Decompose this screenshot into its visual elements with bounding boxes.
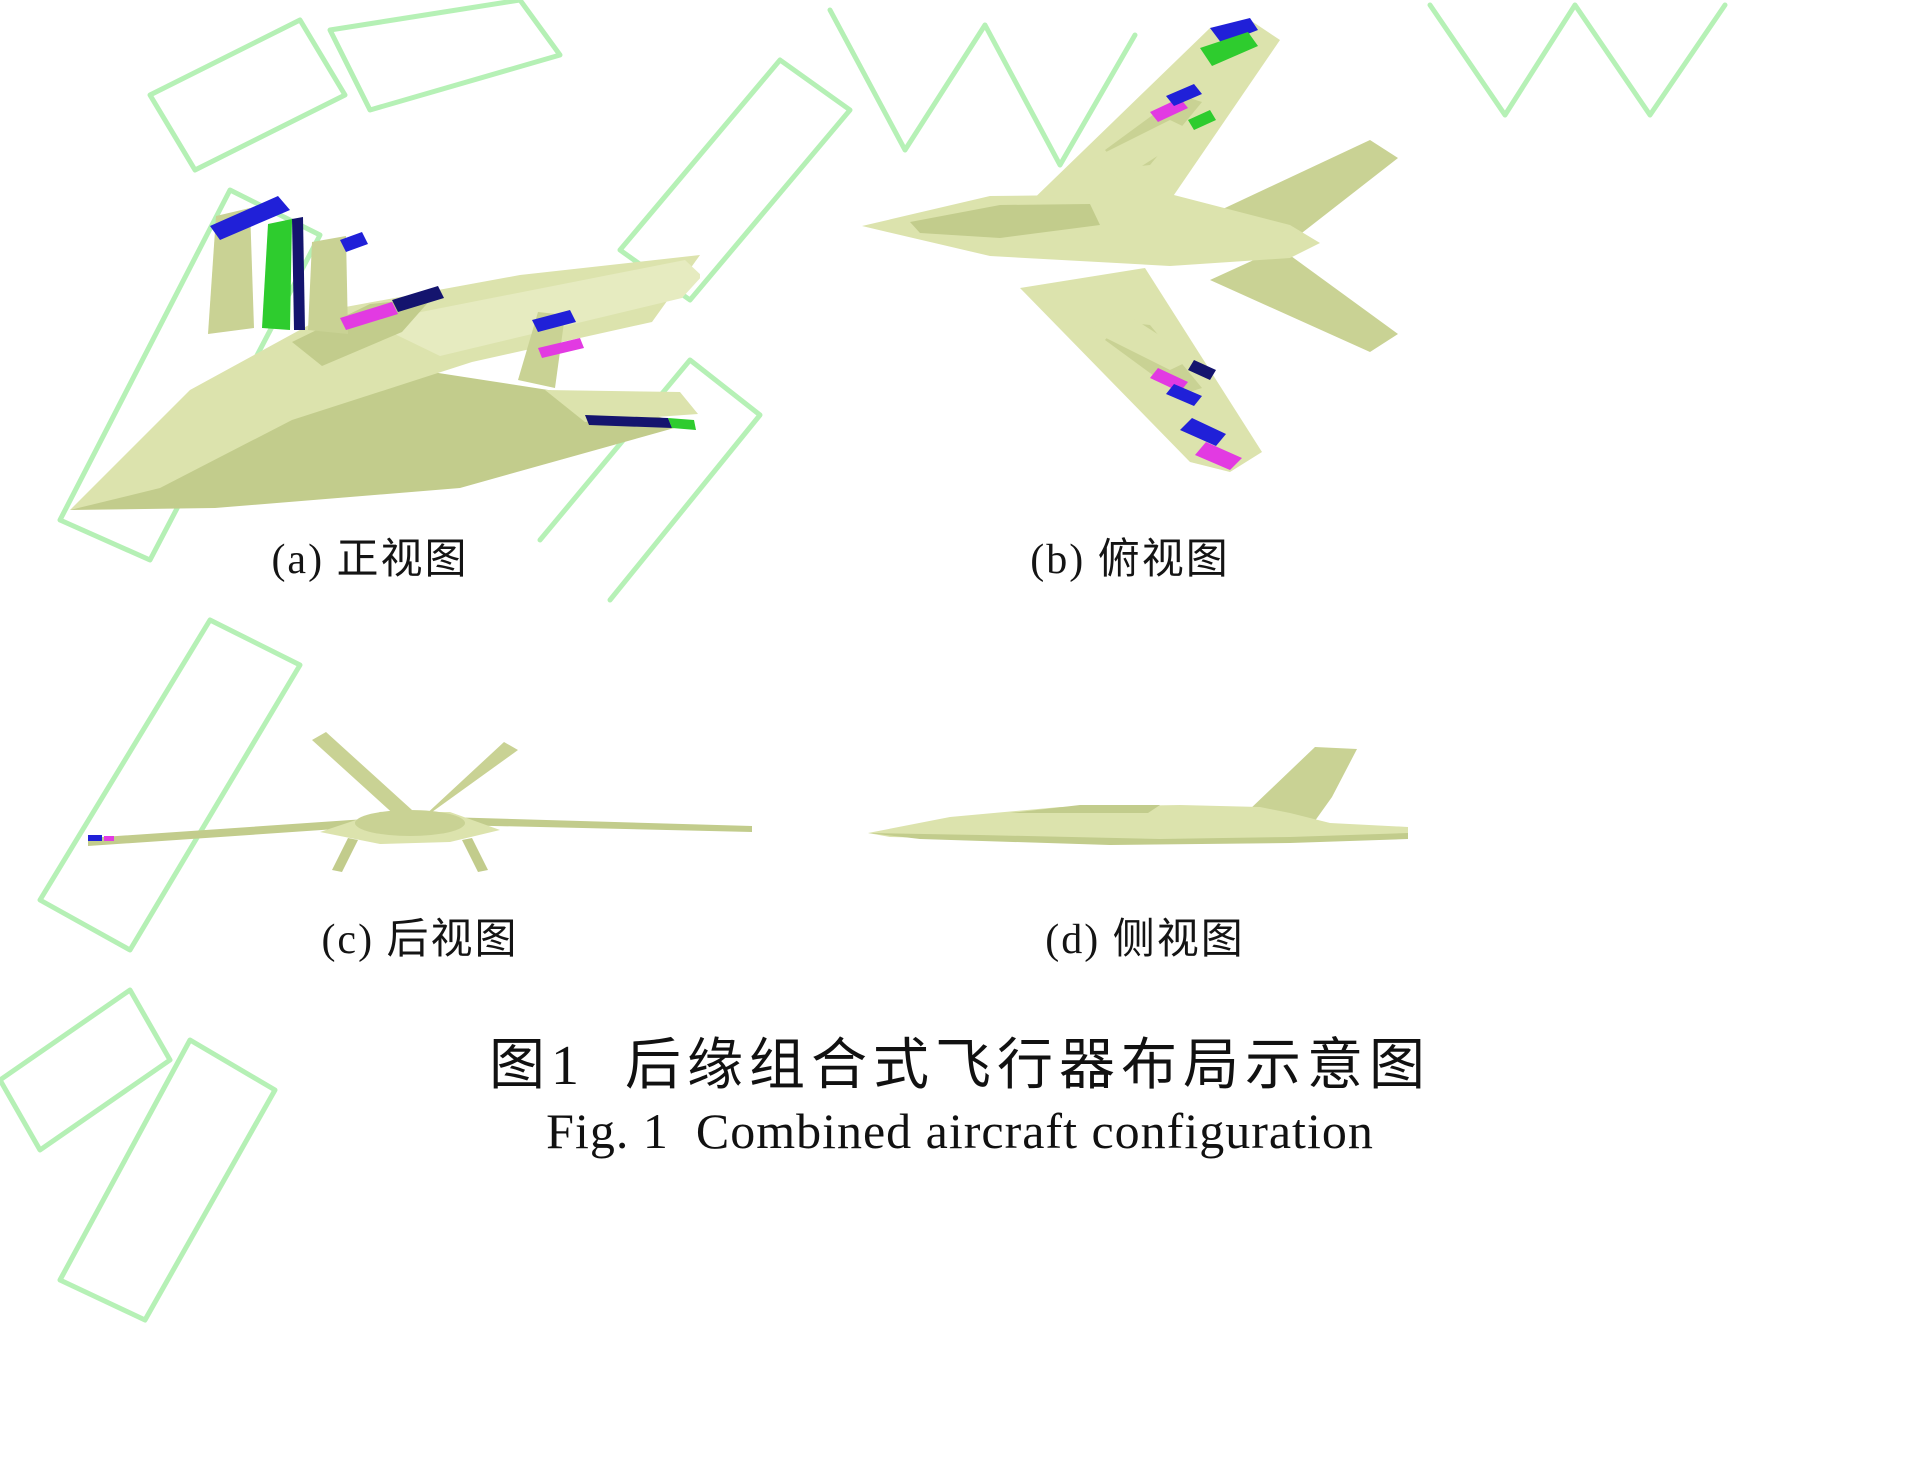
left-fin bbox=[208, 208, 254, 334]
side-view-rendering bbox=[868, 747, 1408, 845]
fuselage-profile bbox=[868, 805, 1408, 841]
panel-b-label: (b) 俯视图 bbox=[1030, 537, 1230, 583]
aircraft-rear-view bbox=[88, 732, 752, 872]
panel-d bbox=[860, 735, 1430, 890]
top-view-rendering bbox=[862, 18, 1398, 472]
flap-strip-navy bbox=[1188, 360, 1216, 380]
aircraft-front-view bbox=[70, 196, 702, 510]
front-view-rendering bbox=[70, 196, 702, 510]
flap-strip-green bbox=[262, 219, 292, 330]
fuselage-shading bbox=[910, 204, 1100, 238]
flap-strip-magenta bbox=[340, 302, 398, 330]
flap-strip-navy bbox=[392, 286, 444, 312]
vtail-left bbox=[312, 732, 412, 818]
figure-caption-english: Fig. 1 Combined aircraft configuration bbox=[546, 1103, 1374, 1159]
watermark-shape bbox=[1427, 2, 1728, 118]
flap-strip-blue bbox=[1180, 418, 1226, 446]
flap-strip-green bbox=[1200, 32, 1258, 66]
panel-b bbox=[850, 0, 1410, 495]
flap-strip-blue bbox=[210, 196, 290, 240]
canopy bbox=[292, 298, 432, 366]
watermark-shape bbox=[57, 187, 323, 563]
figure-caption-chinese: 图1 后缘组合式飞行器布局示意图 bbox=[489, 1035, 1431, 1097]
flap-strip-green bbox=[668, 418, 696, 430]
panel-c-label: (c) 后视图 bbox=[321, 917, 519, 963]
center-fin bbox=[308, 236, 348, 334]
attached-craft-wing bbox=[545, 390, 698, 422]
flap-strip-green bbox=[1188, 110, 1216, 130]
flap-strip-blue bbox=[1210, 18, 1258, 44]
wing-span bbox=[88, 816, 752, 846]
flap-strip-blue bbox=[532, 310, 576, 332]
attached-craft-top-wing bbox=[1090, 120, 1195, 180]
watermark-shape bbox=[537, 357, 763, 603]
flap-strip-magenta bbox=[1195, 442, 1242, 470]
watermark-shape bbox=[327, 0, 563, 113]
watermark-shape bbox=[827, 7, 1138, 168]
wingtip-strip-magenta bbox=[104, 836, 114, 841]
right-wing bbox=[370, 260, 702, 356]
attached-craft-bottom-wing bbox=[1090, 310, 1195, 370]
panel-c bbox=[80, 720, 760, 895]
lower-wing bbox=[1020, 268, 1262, 472]
vertical-tail bbox=[1248, 747, 1357, 825]
flap-strip-blue bbox=[1166, 84, 1202, 106]
watermark-shape bbox=[57, 1037, 278, 1323]
lower-fuselage-shading bbox=[868, 833, 1408, 845]
watermark-shape bbox=[0, 987, 173, 1153]
canopy-shading bbox=[1010, 805, 1160, 813]
panel-a bbox=[40, 80, 702, 525]
flap-strip-navy bbox=[292, 217, 305, 330]
panel-a-label: (a) 正视图 bbox=[271, 537, 469, 583]
flap-strip-blue bbox=[340, 232, 368, 252]
panel-d-label: (d) 侧视图 bbox=[1045, 917, 1245, 963]
ventral-fin-left bbox=[332, 838, 358, 872]
flap-strip-magenta bbox=[538, 338, 584, 358]
watermark-shape bbox=[37, 617, 303, 953]
aircraft-top-view bbox=[862, 18, 1398, 472]
flap-strip-blue bbox=[1166, 384, 1202, 406]
flap-strip-navy bbox=[585, 415, 672, 428]
ventral-fin-right bbox=[462, 838, 488, 872]
lower-wing-surface bbox=[70, 350, 685, 510]
tail-surface-lower bbox=[1210, 248, 1398, 352]
aircraft-side-view bbox=[868, 747, 1408, 845]
vtail-right bbox=[422, 742, 518, 818]
watermark-shape bbox=[147, 17, 348, 173]
rear-view-rendering bbox=[88, 732, 752, 872]
fuselage-hump bbox=[355, 810, 465, 836]
wingtip-strip-blue bbox=[88, 835, 102, 841]
